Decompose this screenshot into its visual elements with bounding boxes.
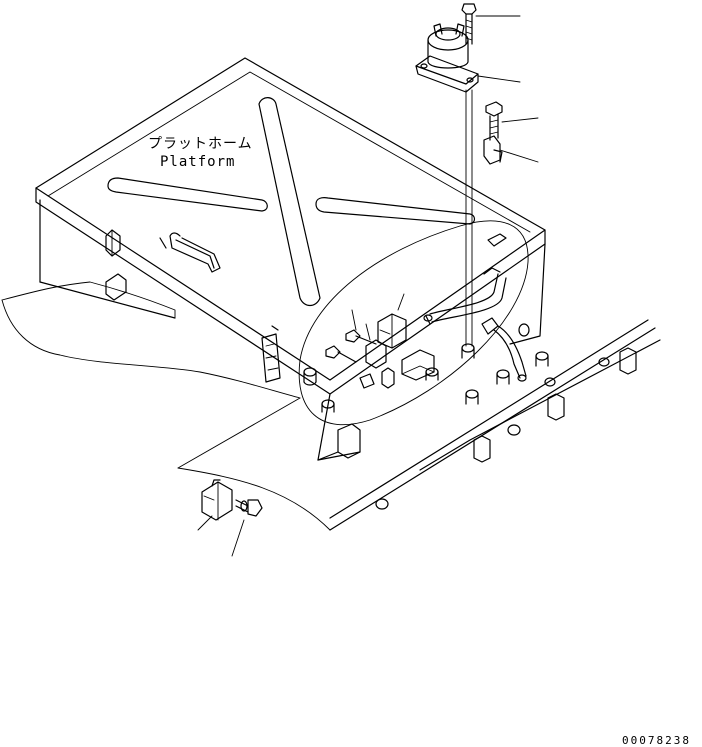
- platform-box: [35, 57, 546, 461]
- exploded-relay-detail: [201, 479, 263, 521]
- frame-rail: [329, 319, 661, 531]
- ground-outline: [1, 281, 331, 531]
- battery-relay: [415, 3, 479, 93]
- platform-label-jp: プラットホーム: [148, 136, 253, 152]
- relay-parts: [325, 293, 435, 389]
- drawing-code: 00078238: [622, 734, 691, 747]
- bolt-small: [485, 101, 503, 141]
- mounting-bosses: [303, 343, 549, 413]
- platform-label-en: Platform: [160, 154, 235, 170]
- harness-clip: [483, 135, 503, 165]
- leader-lines: [197, 15, 539, 557]
- detail-ellipse: [298, 220, 529, 426]
- cable: [423, 233, 530, 382]
